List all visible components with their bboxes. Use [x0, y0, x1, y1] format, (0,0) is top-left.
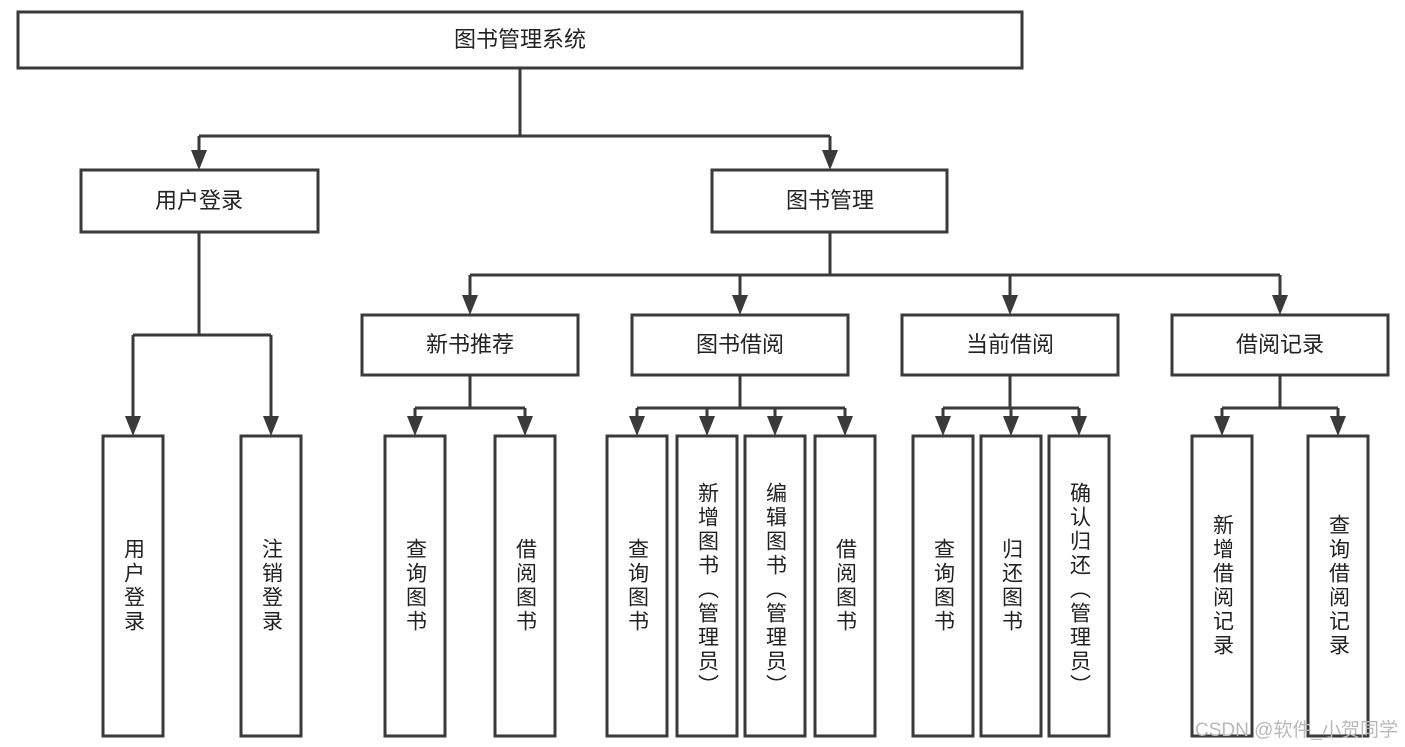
node-new-book-recommend[interactable]: 新书推荐 [360, 313, 580, 377]
node-box-new-book-recommend [360, 313, 580, 377]
arrow-icon-book-manage-child-2 [732, 295, 748, 315]
node-leaf-book-borrow-1[interactable]: 查询图书 [605, 434, 669, 738]
node-borrow-record[interactable]: 借阅记录 [1170, 313, 1390, 377]
node-user-login[interactable]: 用户登录 [79, 168, 320, 234]
arrow-icon-book-manage-child-4 [1272, 295, 1288, 315]
node-label-leaf-book-borrow-2: 新增图书（管理员） [696, 482, 720, 698]
node-box-leaf-current-borrow-1 [911, 434, 975, 738]
node-label-root: 图书管理系统 [454, 27, 586, 52]
arrow-icon-borrow-record-leaf-1 [1214, 416, 1230, 436]
node-label-leaf-new-book-2: 借阅图书 [514, 538, 538, 634]
node-label-leaf-book-borrow-1: 查询图书 [626, 538, 650, 634]
connector-group-borrow-record-to-leaves [1214, 375, 1346, 436]
node-leaf-current-borrow-2[interactable]: 归还图书 [979, 434, 1043, 738]
arrow-icon-book-borrow-leaf-3 [767, 416, 783, 436]
node-label-leaf-user-login-2: 注销登录 [260, 538, 284, 634]
node-label-leaf-book-borrow-3: 编辑图书（管理员） [764, 482, 788, 698]
node-box-leaf-borrow-record-2 [1306, 434, 1370, 738]
arrow-icon-book-borrow-leaf-1 [629, 416, 645, 436]
node-box-leaf-book-borrow-1 [605, 434, 669, 738]
connector-group-book-manage-to-level3 [462, 232, 1288, 315]
connector-group-book-borrow-to-leaves [629, 375, 853, 436]
node-label-new-book-recommend: 新书推荐 [426, 332, 514, 357]
arrow-icon-root-to-book-manage [822, 150, 838, 170]
node-label-leaf-borrow-record-1: 新增借阅记录 [1211, 514, 1235, 658]
node-box-current-borrow [900, 313, 1120, 377]
node-label-borrow-record: 借阅记录 [1236, 332, 1324, 357]
node-label-leaf-book-borrow-4: 借阅图书 [834, 538, 858, 634]
arrow-icon-user-login-leaf-2 [263, 416, 279, 436]
node-leaf-current-borrow-3[interactable]: 确认归还（管理员） [1047, 434, 1111, 738]
node-label-book-management: 图书管理 [786, 188, 874, 213]
arrow-icon-new-book-leaf-2 [517, 416, 533, 436]
node-box-leaf-book-borrow-2 [675, 434, 739, 738]
arrow-icon-book-manage-child-1 [462, 295, 478, 315]
node-box-leaf-borrow-record-1 [1190, 434, 1254, 738]
node-label-leaf-new-book-1: 查询图书 [404, 538, 428, 634]
node-leaf-borrow-record-2[interactable]: 查询借阅记录 [1306, 434, 1370, 738]
arrow-icon-new-book-leaf-1 [407, 416, 423, 436]
connector-group-user-login-to-leaves [125, 232, 279, 436]
node-leaf-current-borrow-1[interactable]: 查询图书 [911, 434, 975, 738]
node-leaf-new-book-2[interactable]: 借阅图书 [493, 434, 557, 738]
node-box-leaf-new-book-2 [493, 434, 557, 738]
node-box-book-management [710, 168, 949, 234]
connector-group-root-to-level2 [191, 68, 838, 170]
arrow-icon-book-manage-child-3 [1002, 295, 1018, 315]
node-book-management[interactable]: 图书管理 [710, 168, 949, 234]
node-book-borrow[interactable]: 图书借阅 [630, 313, 850, 377]
arrow-icon-current-borrow-leaf-3 [1071, 416, 1087, 436]
node-box-leaf-book-borrow-3 [743, 434, 807, 738]
node-box-leaf-book-borrow-4 [813, 434, 877, 738]
node-leaf-book-borrow-2[interactable]: 新增图书（管理员） [675, 434, 739, 738]
watermark: CSDN @软件_小贺同学 [1195, 719, 1398, 741]
arrow-icon-user-login-leaf-1 [125, 416, 141, 436]
node-label-current-borrow: 当前借阅 [966, 332, 1054, 357]
node-label-leaf-borrow-record-2: 查询借阅记录 [1327, 514, 1351, 658]
node-box-leaf-current-borrow-2 [979, 434, 1043, 738]
node-label-user-login: 用户登录 [155, 188, 243, 213]
node-label-leaf-current-borrow-3: 确认归还（管理员） [1068, 482, 1092, 698]
node-box-leaf-new-book-1 [383, 434, 447, 738]
node-label-book-borrow: 图书借阅 [696, 332, 784, 357]
node-box-borrow-record [1170, 313, 1390, 377]
arrow-icon-borrow-record-leaf-2 [1330, 416, 1346, 436]
node-leaf-book-borrow-4[interactable]: 借阅图书 [813, 434, 877, 738]
connector-group-current-borrow-to-leaves [935, 375, 1087, 436]
node-label-leaf-user-login-1: 用户登录 [122, 538, 146, 634]
arrow-icon-root-to-user-login [191, 150, 207, 170]
node-leaf-book-borrow-3[interactable]: 编辑图书（管理员） [743, 434, 807, 738]
node-label-leaf-current-borrow-2: 归还图书 [1000, 538, 1024, 634]
connector-group-new-book-to-leaves [407, 375, 533, 436]
node-leaf-user-login-2[interactable]: 注销登录 [239, 434, 303, 738]
node-box-user-login [79, 168, 320, 234]
arrow-icon-current-borrow-leaf-1 [935, 416, 951, 436]
arrow-icon-book-borrow-leaf-4 [837, 416, 853, 436]
node-label-leaf-current-borrow-1: 查询图书 [932, 538, 956, 634]
node-leaf-borrow-record-1[interactable]: 新增借阅记录 [1190, 434, 1254, 738]
node-box-book-borrow [630, 313, 850, 377]
node-root-book-management-system[interactable]: 图书管理系统 [16, 10, 1024, 70]
node-leaf-user-login-1[interactable]: 用户登录 [101, 434, 165, 738]
arrow-icon-book-borrow-leaf-2 [699, 416, 715, 436]
node-box-leaf-user-login-2 [239, 434, 303, 738]
arrow-icon-current-borrow-leaf-2 [1003, 416, 1019, 436]
node-current-borrow[interactable]: 当前借阅 [900, 313, 1120, 377]
node-box-root [16, 10, 1024, 70]
node-box-leaf-current-borrow-3 [1047, 434, 1111, 738]
node-box-leaf-user-login-1 [101, 434, 165, 738]
node-leaf-new-book-1[interactable]: 查询图书 [383, 434, 447, 738]
